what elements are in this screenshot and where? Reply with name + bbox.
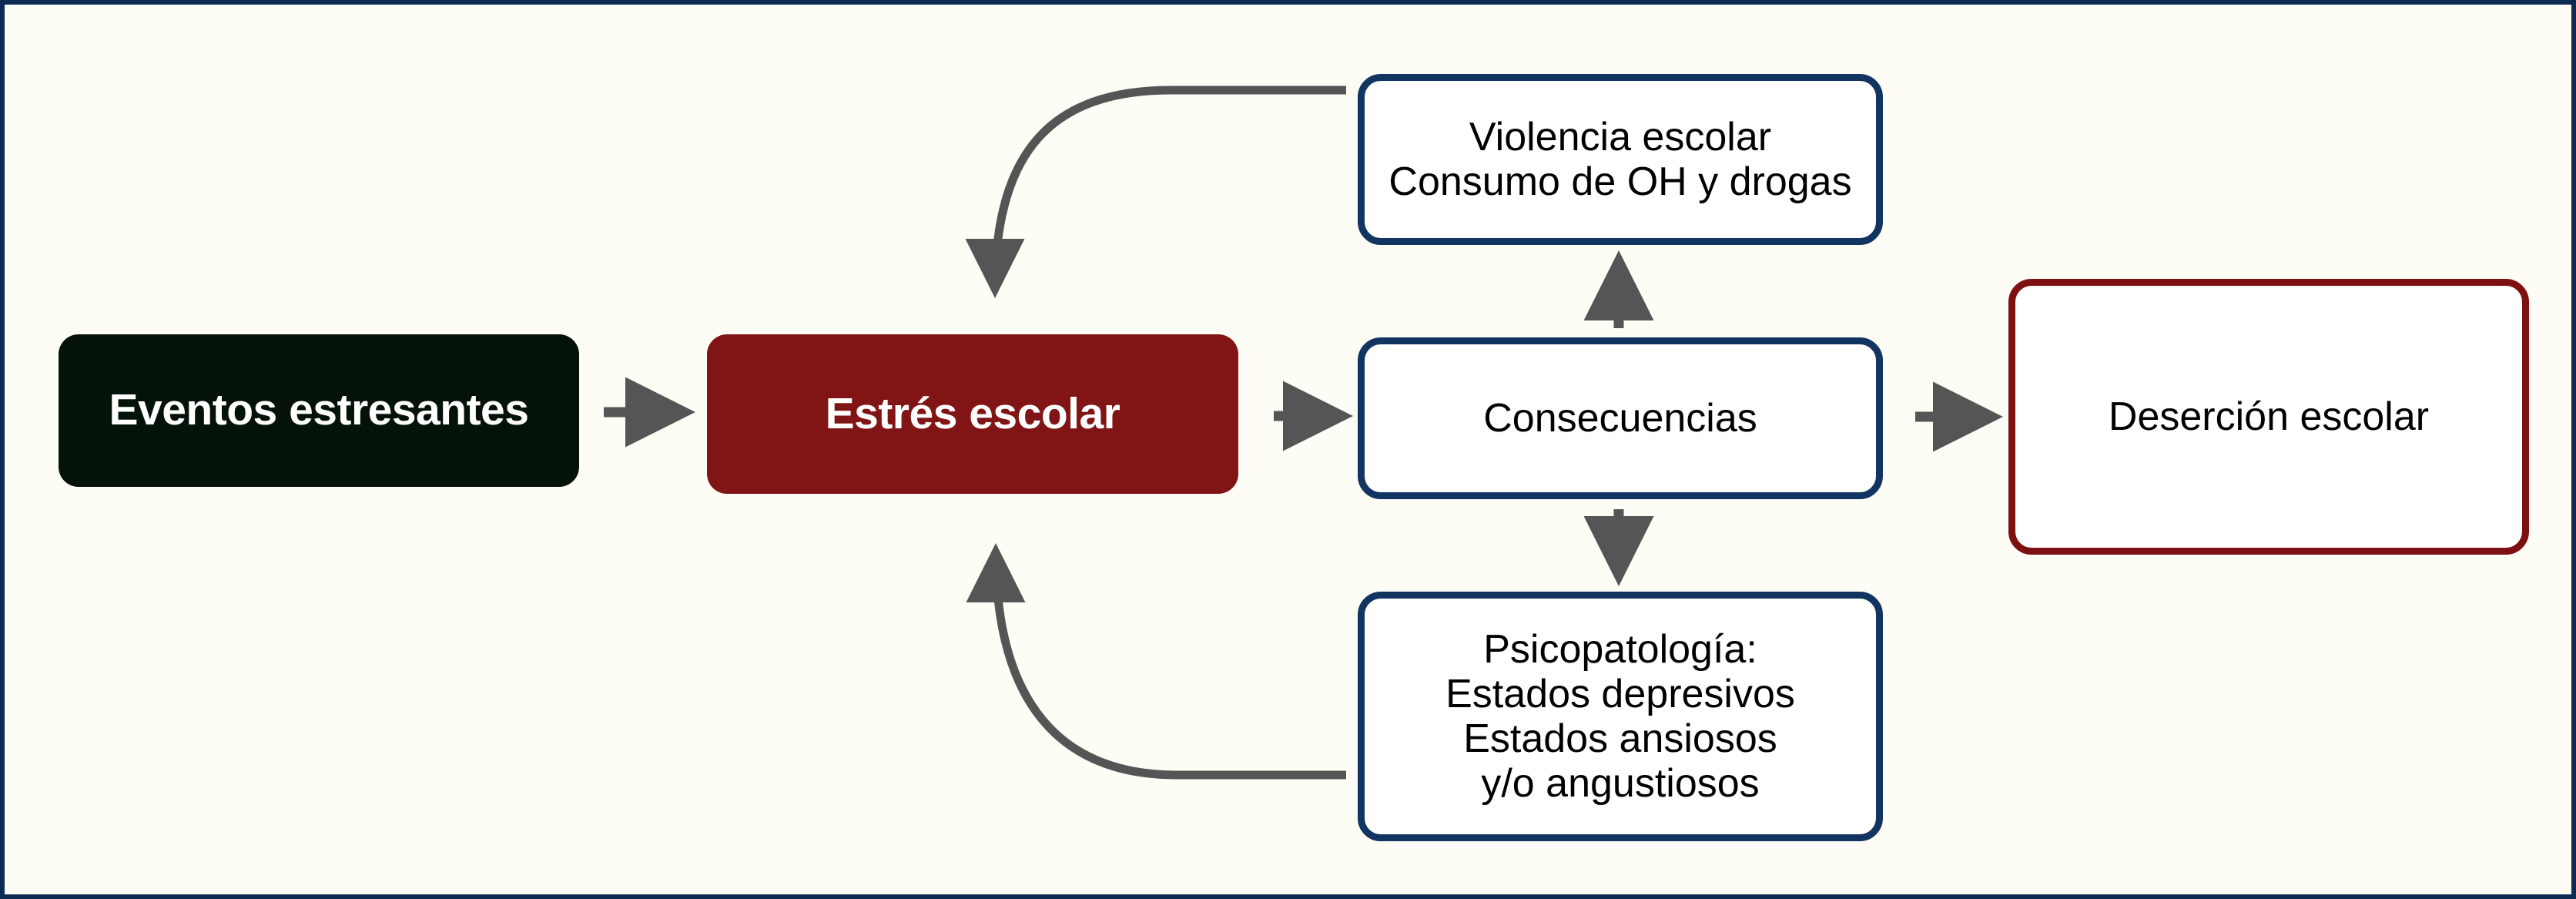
node-eventos-estresantes-label: Eventos estresantes: [109, 385, 529, 435]
node-psicopatologia-label: Psicopatología: Estados depresivos Estad…: [1445, 626, 1795, 807]
node-estres-escolar[interactable]: Estrés escolar: [707, 334, 1238, 494]
node-violencia-escolar-label: Violencia escolar Consumo de OH y drogas: [1388, 114, 1852, 204]
node-desercion-escolar-label: Deserción escolar: [2108, 394, 2430, 439]
node-estres-escolar-label: Estrés escolar: [825, 388, 1121, 438]
node-consecuencias-label: Consecuencias: [1483, 395, 1757, 441]
node-consecuencias[interactable]: Consecuencias: [1358, 337, 1883, 499]
edge-violencia-to-estres: [965, 86, 1346, 298]
node-psicopatologia[interactable]: Psicopatología: Estados depresivos Estad…: [1358, 592, 1883, 841]
edge-psicopatologia-to-estres: [966, 543, 1346, 780]
node-eventos-estresantes[interactable]: Eventos estresantes: [59, 334, 579, 487]
node-desercion-escolar[interactable]: Deserción escolar: [2008, 279, 2529, 555]
node-violencia-escolar[interactable]: Violencia escolar Consumo de OH y drogas: [1358, 74, 1883, 245]
